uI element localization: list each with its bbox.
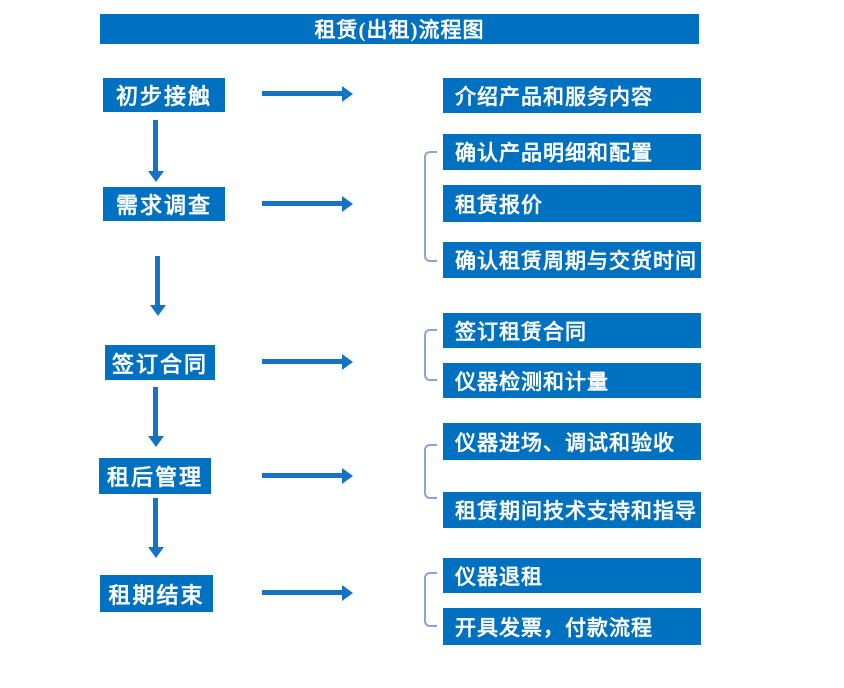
stage-box-initial-contact: 初步接触 [103, 78, 225, 112]
right-arrow-2 [262, 196, 353, 212]
down-arrow-2 [150, 256, 166, 316]
detail-box-confirm-period-delivery: 确认租赁周期与交货时间 [443, 242, 701, 278]
detail-box-rental-quotation: 租赁报价 [443, 185, 701, 222]
flowchart-title: 租赁(出租)流程图 [100, 14, 699, 44]
right-arrow-4 [262, 468, 353, 484]
detail-box-technical-support: 租赁期间技术支持和指导 [443, 492, 701, 528]
stage-box-rental-end: 租期结束 [100, 575, 213, 612]
detail-box-instrument-setup-acceptance: 仪器进场、调试和验收 [443, 423, 701, 460]
bracket-demand-survey [424, 151, 437, 262]
right-arrow-5 [262, 585, 353, 601]
stage-box-post-rental-management: 租后管理 [99, 458, 211, 494]
detail-box-instrument-return: 仪器退租 [443, 558, 701, 593]
bracket-rental-end [424, 572, 437, 627]
detail-box-instrument-testing: 仪器检测和计量 [443, 363, 701, 398]
down-arrow-3 [148, 387, 164, 447]
stage-box-sign-contract: 签订合同 [105, 345, 215, 380]
down-arrow-4 [148, 498, 164, 558]
down-arrow-1 [148, 120, 164, 182]
bracket-post-rental [424, 444, 437, 499]
stage-box-demand-survey: 需求调查 [103, 187, 225, 221]
detail-box-introduce-products: 介绍产品和服务内容 [443, 78, 701, 113]
detail-box-sign-rental-contract: 签订租赁合同 [443, 313, 701, 348]
right-arrow-1 [262, 86, 353, 102]
detail-box-invoice-payment: 开具发票，付款流程 [443, 608, 701, 645]
right-arrow-3 [262, 354, 353, 370]
bracket-sign-contract [424, 329, 437, 381]
detail-box-confirm-product-config: 确认产品明细和配置 [443, 134, 701, 170]
